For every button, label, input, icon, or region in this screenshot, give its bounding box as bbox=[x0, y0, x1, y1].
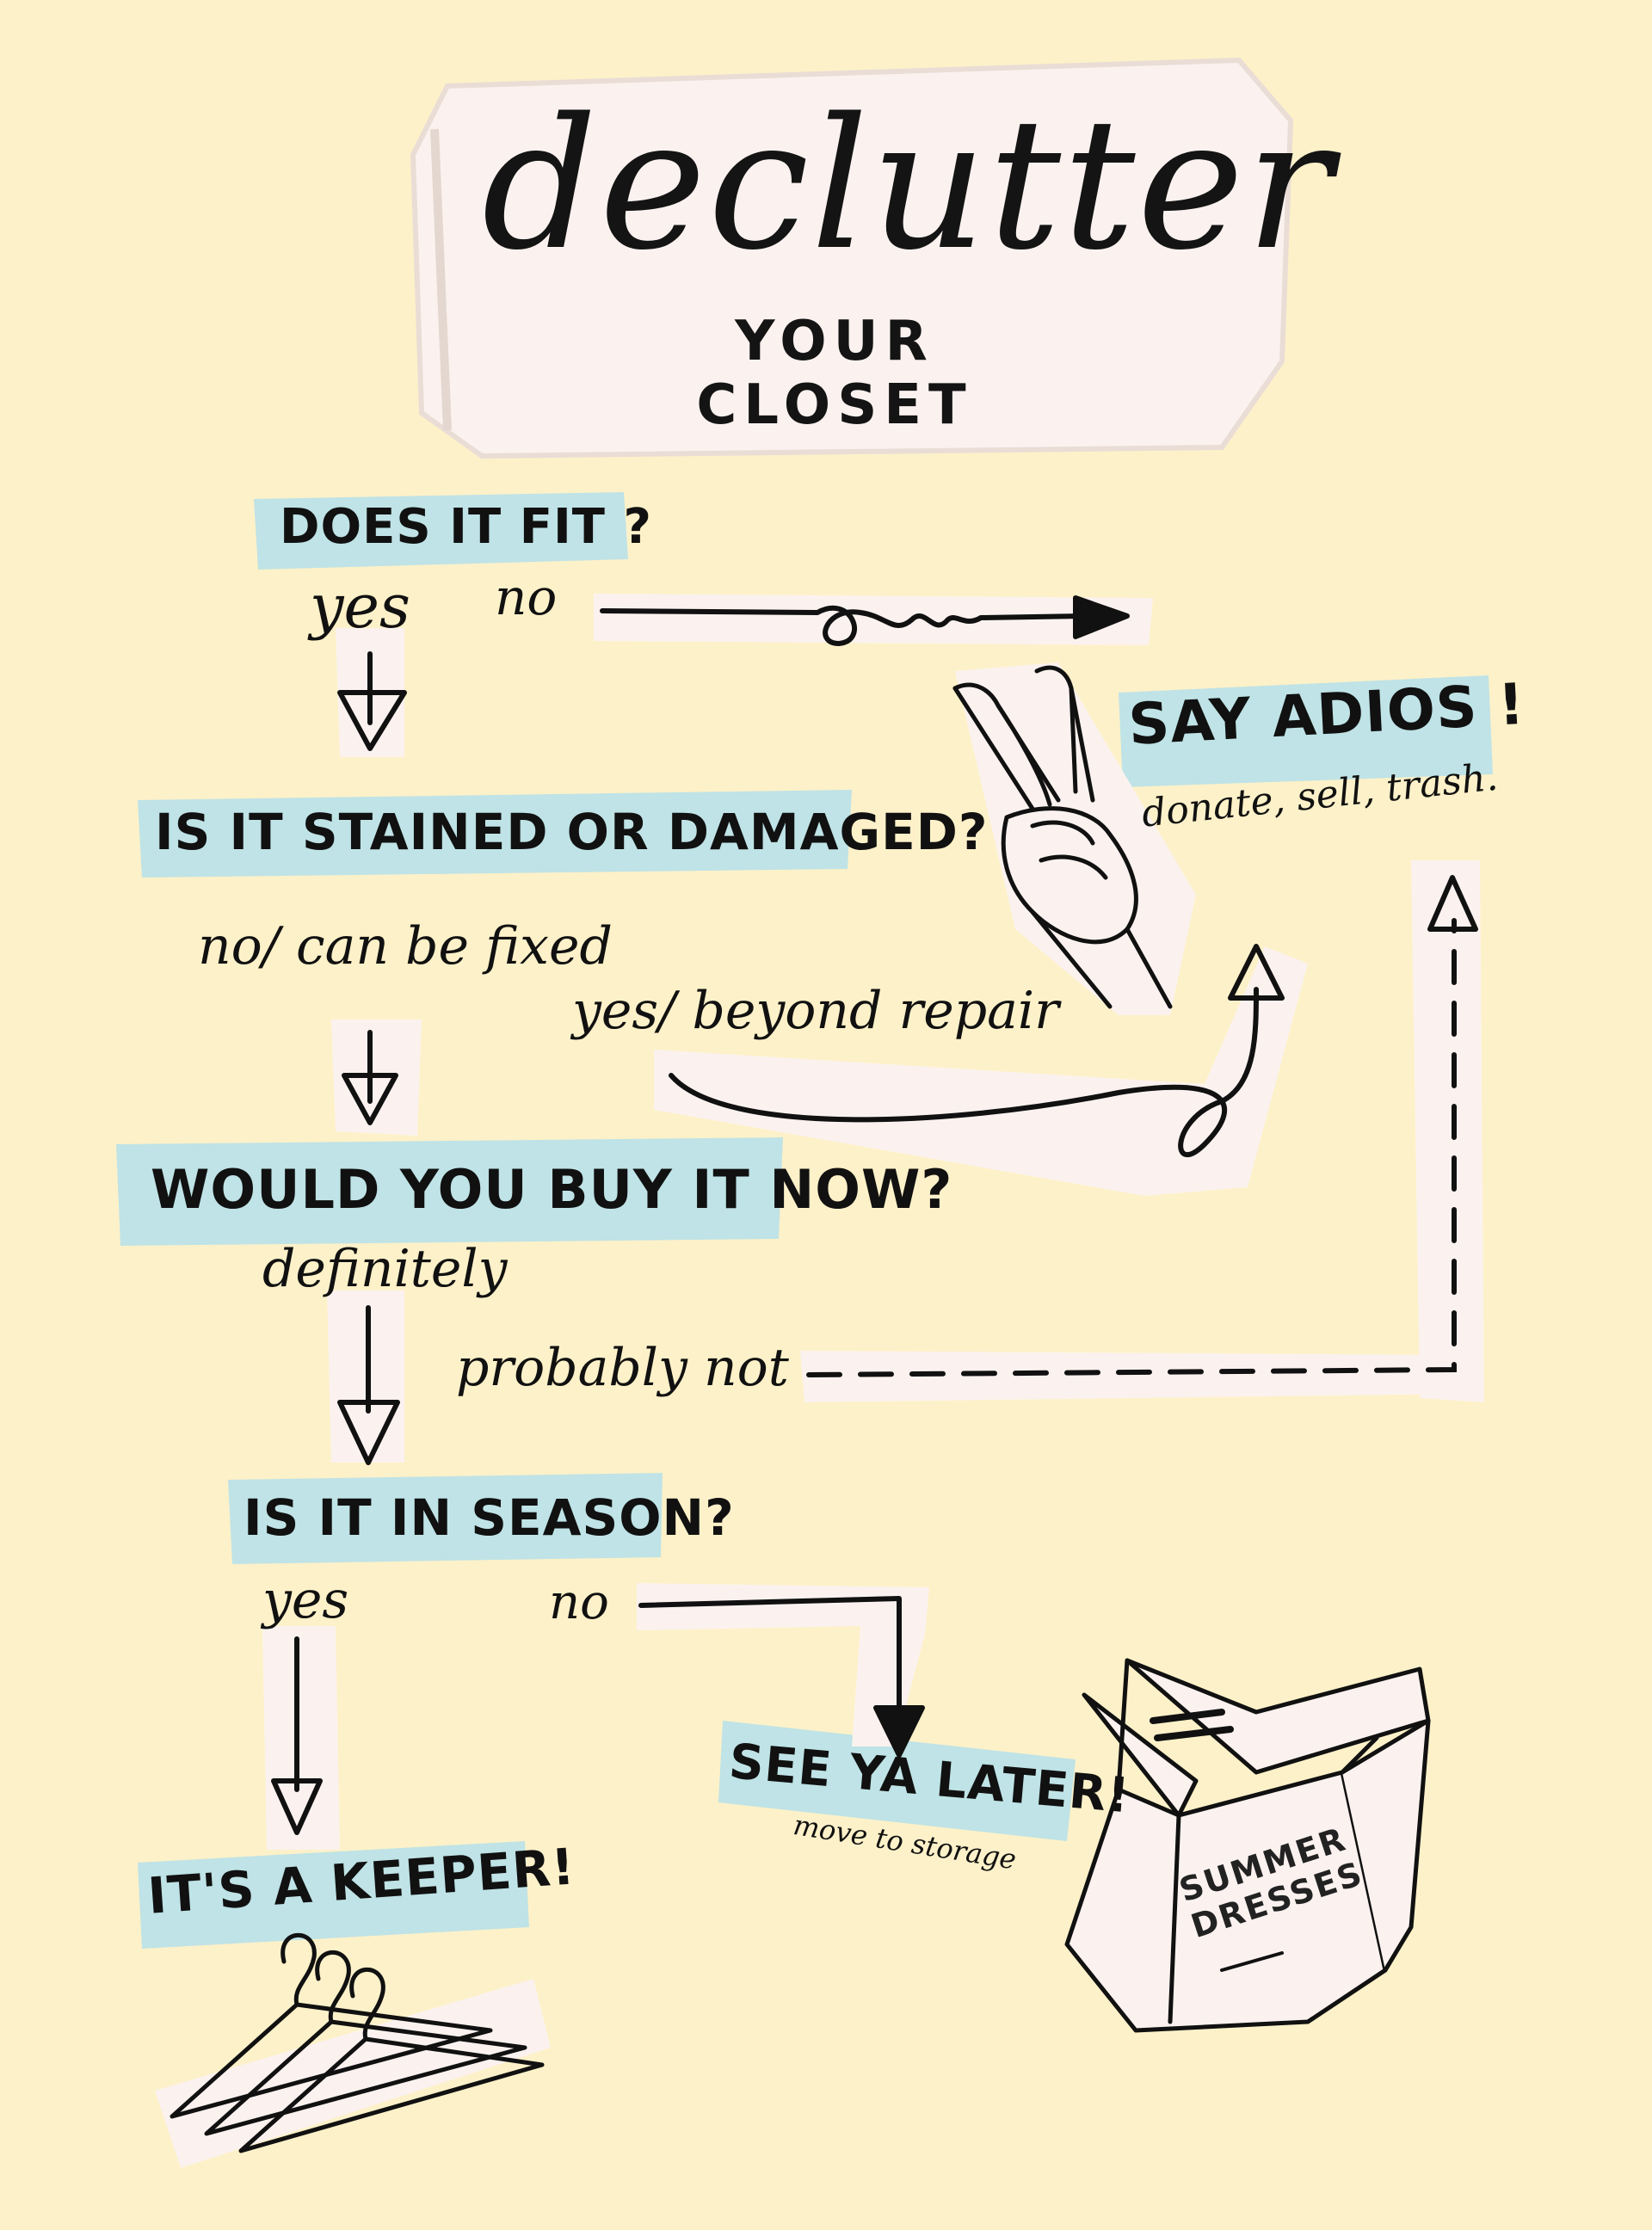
answer-season-yes: yes bbox=[262, 1574, 348, 1626]
subtitle: YOUR CLOSET bbox=[602, 310, 1067, 437]
question-season: IS IT IN SEASON? bbox=[243, 1493, 735, 1543]
answer-season-no: no bbox=[549, 1579, 609, 1627]
question-stained: IS IT STAINED OR DAMAGED? bbox=[155, 807, 989, 857]
answer-stained-yes: yes/ beyond repair bbox=[572, 985, 1059, 1037]
answer-buy-no: probably not bbox=[456, 1342, 789, 1394]
question-buy: WOULD YOU BUY IT NOW? bbox=[151, 1163, 952, 1217]
storage-box-icon bbox=[1067, 1660, 1428, 2030]
answer-fit-yes: yes bbox=[310, 576, 410, 637]
hangers-icon bbox=[155, 1935, 551, 2168]
question-fit: DOES IT FIT ? bbox=[280, 503, 652, 551]
answer-stained-no: no/ can be fixed bbox=[198, 921, 613, 972]
title: declutter bbox=[482, 95, 1239, 275]
answer-fit-no: no bbox=[495, 572, 557, 622]
answer-buy-yes: definitely bbox=[262, 1243, 507, 1295]
